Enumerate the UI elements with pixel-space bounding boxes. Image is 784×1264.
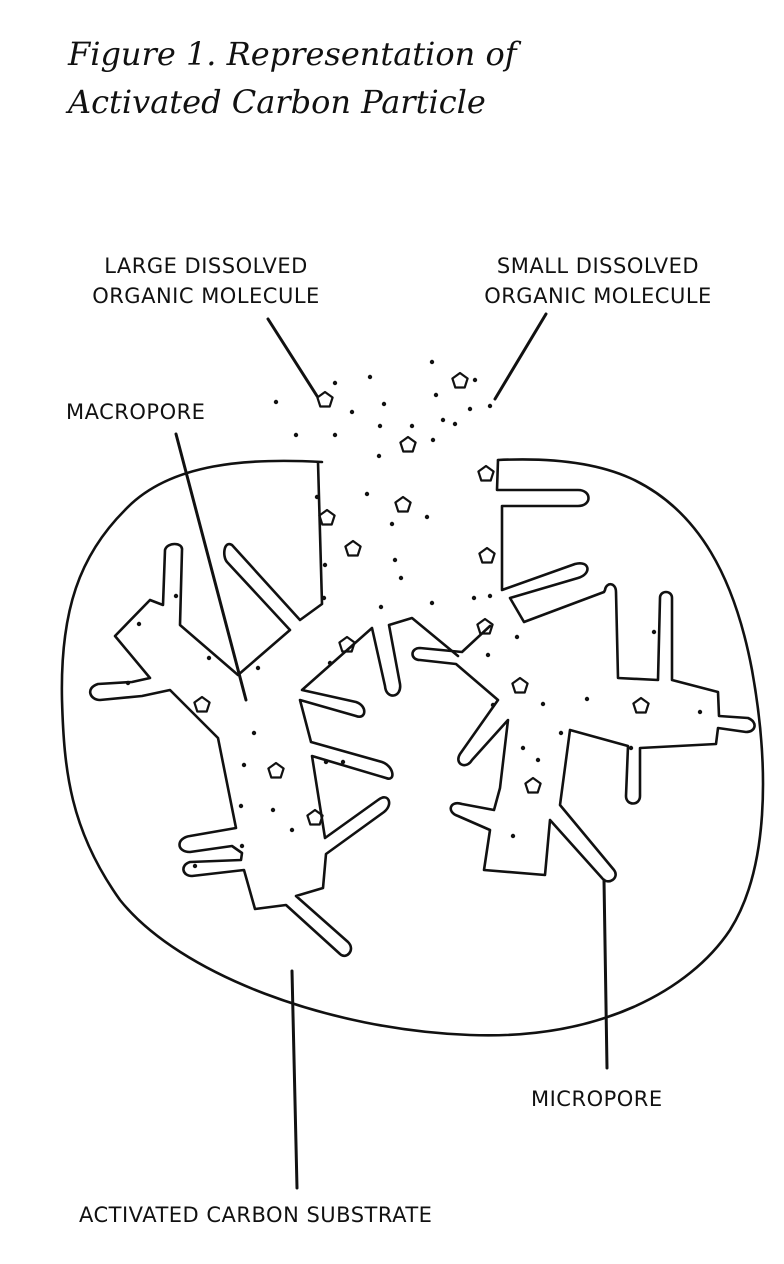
large-organic-molecules <box>193 371 650 826</box>
small-molecule-dot <box>485 652 491 658</box>
label-macropore: MACROPORE <box>66 400 206 424</box>
small-molecule-dot <box>584 696 590 702</box>
label-small-molecule-line-1: SMALL DISSOLVED <box>496 254 700 278</box>
small-molecule-dot <box>377 423 383 429</box>
small-molecule-dot <box>322 562 328 568</box>
large-molecule-pentagon <box>524 776 542 794</box>
small-molecule-dot <box>430 437 436 443</box>
figure-title-line-1: Figure 1. Representation of <box>68 35 517 73</box>
label-activated-carbon-substrate: ACTIVATED CARBON SUBSTRATE <box>79 1203 433 1227</box>
large-molecule-pentagon <box>267 761 285 779</box>
small-molecule-dot <box>136 621 142 627</box>
small-molecule-dot <box>289 827 295 833</box>
small-molecule-dot <box>381 401 387 407</box>
large-molecule-pentagon <box>344 539 362 557</box>
small-molecule-dot <box>293 432 299 438</box>
leader-micropore <box>602 878 609 1070</box>
small-molecule-dot <box>125 680 131 686</box>
large-molecule-pentagon <box>451 371 469 389</box>
small-molecule-dot <box>340 759 346 765</box>
small-molecule-dot <box>192 863 198 869</box>
small-molecule-dot <box>378 604 384 610</box>
small-molecule-dot <box>255 665 261 671</box>
particle-outline <box>60 458 765 1037</box>
label-large-molecule-line-1: LARGE DISSOLVED <box>104 254 308 278</box>
small-molecule-dot <box>510 833 516 839</box>
small-molecule-dot <box>471 595 477 601</box>
small-molecule-dot <box>238 803 244 809</box>
small-molecule-dot <box>323 759 329 765</box>
small-molecule-dot <box>409 423 415 429</box>
small-molecule-dot <box>332 432 338 438</box>
small-molecule-dot <box>392 557 398 563</box>
small-molecule-dot <box>314 494 320 500</box>
right-macropore <box>411 458 756 883</box>
small-molecule-dot <box>349 409 355 415</box>
small-molecule-dot <box>424 514 430 520</box>
large-molecule-pentagon <box>478 546 496 564</box>
small-molecule-dot <box>697 709 703 715</box>
large-molecule-pentagon <box>399 435 417 453</box>
large-molecule-pentagon <box>394 495 412 513</box>
figure-title: Figure 1. Representation of Activated Ca… <box>68 30 517 126</box>
small-molecule-dot <box>487 403 493 409</box>
large-molecule-pentagon <box>306 808 324 826</box>
small-molecule-dot <box>433 392 439 398</box>
small-molecule-dot <box>429 600 435 606</box>
small-organic-molecules <box>125 359 703 869</box>
small-molecule-dot <box>173 593 179 599</box>
leader-macropore <box>174 432 248 702</box>
small-molecule-dot <box>241 762 247 768</box>
small-molecule-dot <box>270 807 276 813</box>
large-molecule-pentagon <box>477 464 495 482</box>
large-molecule-pentagon <box>338 635 356 653</box>
large-molecule-pentagon <box>193 695 211 713</box>
small-molecule-dot <box>327 660 333 666</box>
large-molecule-pentagon <box>316 390 334 408</box>
small-molecule-dot <box>452 421 458 427</box>
small-molecule-dot <box>467 406 473 412</box>
small-molecule-dot <box>628 745 634 751</box>
large-molecule-pentagon <box>632 696 650 714</box>
small-molecule-dot <box>364 491 370 497</box>
small-molecule-dot <box>440 417 446 423</box>
leader-substrate <box>290 969 299 1190</box>
small-molecule-dot <box>239 843 245 849</box>
small-molecule-dot <box>376 453 382 459</box>
label-small-molecule-line-2: ORGANIC MOLECULE <box>484 284 712 308</box>
small-molecule-dot <box>367 374 373 380</box>
left-macropore <box>88 460 460 958</box>
label-large-molecule-line-2: ORGANIC MOLECULE <box>92 284 320 308</box>
label-micropore: MICROPORE <box>531 1087 663 1111</box>
leader-small-molecule <box>493 312 548 401</box>
large-molecule-pentagon <box>511 676 529 694</box>
small-molecule-dot <box>389 521 395 527</box>
small-molecule-dot <box>514 634 520 640</box>
small-molecule-dot <box>321 595 327 601</box>
small-molecule-dot <box>487 593 493 599</box>
small-molecule-dot <box>520 745 526 751</box>
small-molecule-dot <box>273 399 279 405</box>
small-molecule-dot <box>332 380 338 386</box>
figure-title-line-2: Activated Carbon Particle <box>68 83 486 121</box>
small-molecule-dot <box>651 629 657 635</box>
small-molecule-dot <box>206 655 212 661</box>
small-molecule-dot <box>429 359 435 365</box>
small-molecule-dot <box>558 730 564 736</box>
leader-large-molecule <box>266 317 319 398</box>
large-molecule-pentagon <box>476 617 494 635</box>
small-molecule-dot <box>398 575 404 581</box>
small-molecule-dot <box>490 702 496 708</box>
label-large-dissolved-organic-molecule: LARGE DISSOLVED ORGANIC MOLECULE <box>70 251 342 311</box>
large-molecule-pentagon <box>318 508 336 526</box>
small-molecule-dot <box>535 757 541 763</box>
label-small-dissolved-organic-molecule: SMALL DISSOLVED ORGANIC MOLECULE <box>462 251 734 311</box>
small-molecule-dot <box>540 701 546 707</box>
small-molecule-dot <box>251 730 257 736</box>
small-molecule-dot <box>472 377 478 383</box>
